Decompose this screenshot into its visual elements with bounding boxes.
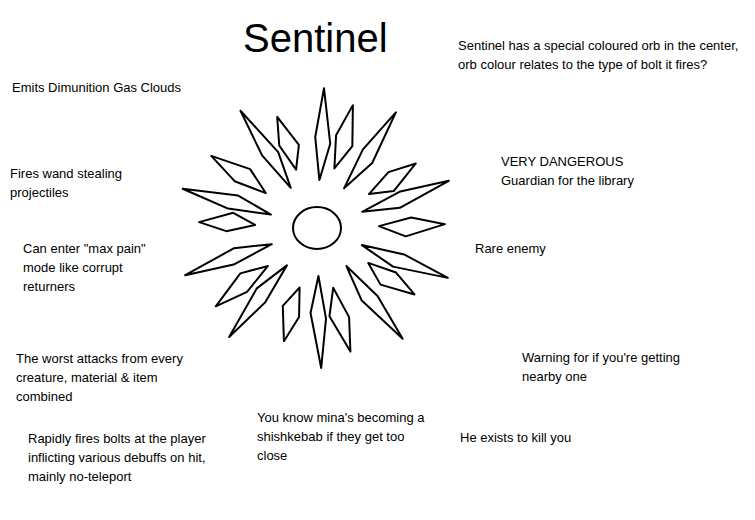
annotation-note: You know mina's becoming a shishkebab if… xyxy=(257,408,425,465)
title: Sentinel xyxy=(243,18,388,58)
annotation-note: Sentinel has a special coloured orb in t… xyxy=(458,36,743,74)
annotation-note: Emits Dimunition Gas Clouds xyxy=(12,78,181,97)
spike-shard xyxy=(183,189,271,215)
annotation-note: Fires wand stealing projectiles xyxy=(10,164,150,202)
spike-shard xyxy=(362,181,449,212)
annotation-note: The worst attacks from every creature, m… xyxy=(16,349,186,406)
spike-shard xyxy=(277,117,299,170)
center-orb xyxy=(293,207,341,249)
spike-shard xyxy=(315,88,330,180)
spike-shard xyxy=(211,156,266,193)
annotation-note: VERY DANGEROUS Guardian for the library xyxy=(501,152,676,190)
spike-shard xyxy=(368,263,414,295)
spike-shard xyxy=(216,266,268,306)
annotation-note: Can enter "max pain" mode like corrupt r… xyxy=(23,239,161,296)
spike-shard xyxy=(346,266,402,339)
annotation-note: He exists to kill you xyxy=(460,428,571,447)
spike-shard xyxy=(311,276,326,368)
spike-shard xyxy=(379,217,445,236)
annotation-note: Rare enemy xyxy=(475,239,546,258)
annotation-note: Rapidly fires bolts at the player inflic… xyxy=(28,429,206,486)
spike-shard xyxy=(329,288,350,352)
annotation-note: Warning for if you're getting nearby one xyxy=(522,348,687,386)
spike-shard xyxy=(283,288,300,342)
spike-shard xyxy=(334,105,353,168)
spike-shard xyxy=(185,244,272,275)
spike-shard xyxy=(199,213,255,231)
